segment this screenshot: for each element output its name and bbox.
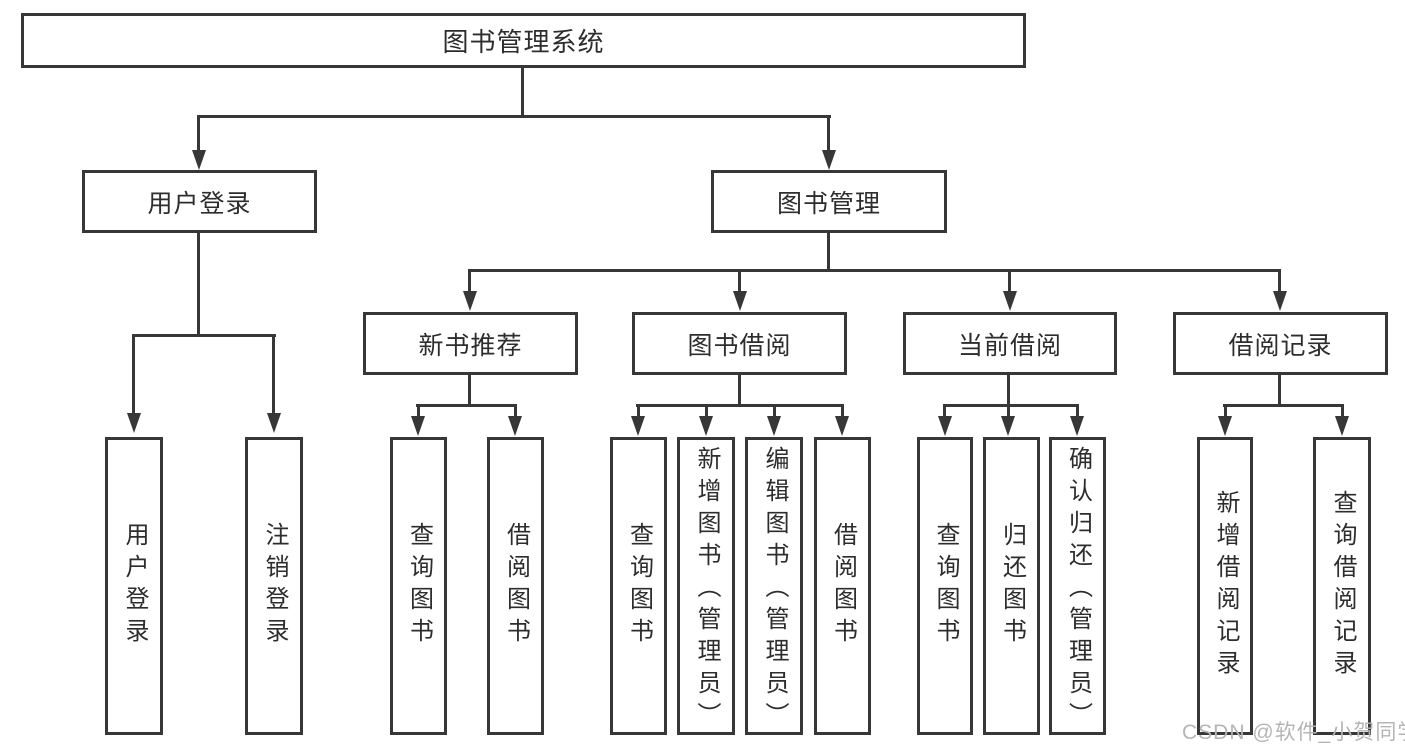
connector-line xyxy=(197,233,200,336)
arrow-down-icon xyxy=(267,413,281,433)
node-root: 图书管理系统 xyxy=(21,13,1026,68)
connector-line xyxy=(468,269,471,293)
connector-line xyxy=(272,334,275,415)
arrow-down-icon xyxy=(822,150,836,170)
connector-line xyxy=(416,404,517,407)
connector-line xyxy=(198,115,831,118)
connector-line xyxy=(827,115,830,152)
arrow-down-icon xyxy=(767,416,781,436)
connector-line xyxy=(417,404,420,418)
leaf-borrow-edit-book-admin: 编辑图书（管理员） xyxy=(745,437,803,735)
arrow-down-icon xyxy=(1218,416,1232,436)
connector-line xyxy=(1224,404,1227,418)
node-current-borrow: 当前借阅 xyxy=(903,312,1117,375)
connector-line xyxy=(943,404,1079,407)
arrow-down-icon xyxy=(1335,416,1349,436)
arrow-down-icon xyxy=(1070,416,1084,436)
arrow-down-icon xyxy=(733,291,747,311)
node-user-login: 用户登录 xyxy=(82,170,317,233)
connector-line xyxy=(773,404,776,418)
connector-line xyxy=(637,404,640,418)
watermark: CSDN @软件_小贺同学 xyxy=(1182,721,1405,744)
leaf-user-login: 用户登录 xyxy=(105,437,163,735)
connector-line xyxy=(468,269,1281,272)
arrow-down-icon xyxy=(631,416,645,436)
connector-line xyxy=(521,68,524,117)
leaf-recommend-query-book: 查询图书 xyxy=(390,437,447,735)
connector-line xyxy=(841,404,844,418)
connector-line xyxy=(132,334,135,415)
node-borrow-records: 借阅记录 xyxy=(1173,312,1388,375)
arrow-down-icon xyxy=(835,416,849,436)
connector-line xyxy=(1341,404,1344,418)
connector-line xyxy=(738,269,741,293)
leaf-borrow-borrow-book: 借阅图书 xyxy=(814,437,871,735)
connector-line xyxy=(468,375,471,407)
leaf-logout: 注销登录 xyxy=(245,437,303,735)
arrow-down-icon xyxy=(508,416,522,436)
connector-line xyxy=(1007,375,1010,407)
leaf-borrow-query-book: 查询图书 xyxy=(610,437,667,735)
arrow-down-icon xyxy=(411,416,425,436)
leaf-borrow-add-book-admin: 新增图书（管理员） xyxy=(677,437,735,735)
leaf-record-query: 查询借阅记录 xyxy=(1313,437,1371,735)
arrow-down-icon xyxy=(938,416,952,436)
connector-line xyxy=(705,404,708,418)
connector-line xyxy=(943,404,946,418)
connector-line xyxy=(1007,404,1010,418)
connector-line xyxy=(133,334,276,337)
leaf-recommend-borrow-book: 借阅图书 xyxy=(487,437,544,735)
connector-line xyxy=(197,115,200,152)
connector-line xyxy=(1008,269,1011,293)
arrow-down-icon xyxy=(699,416,713,436)
connector-line xyxy=(738,375,741,407)
arrow-down-icon xyxy=(127,413,141,433)
node-new-book-recommend: 新书推荐 xyxy=(363,312,578,375)
leaf-current-return-book: 归还图书 xyxy=(983,437,1040,735)
node-book-borrow: 图书借阅 xyxy=(632,312,847,375)
leaf-current-confirm-return-admin: 确认归还（管理员） xyxy=(1049,437,1106,735)
arrow-down-icon xyxy=(1003,291,1017,311)
node-book-management: 图书管理 xyxy=(711,170,947,233)
connector-line xyxy=(1278,269,1281,293)
arrow-down-icon xyxy=(1273,291,1287,311)
connector-line xyxy=(1278,375,1281,407)
arrow-down-icon xyxy=(192,150,206,170)
connector-line xyxy=(827,233,830,272)
connector-line xyxy=(636,404,844,407)
leaf-current-query-book: 查询图书 xyxy=(917,437,973,735)
leaf-record-add: 新增借阅记录 xyxy=(1197,437,1253,735)
connector-line xyxy=(514,404,517,418)
arrow-down-icon xyxy=(463,291,477,311)
connector-line xyxy=(1076,404,1079,418)
connector-line xyxy=(1223,404,1344,407)
arrow-down-icon xyxy=(1001,416,1015,436)
